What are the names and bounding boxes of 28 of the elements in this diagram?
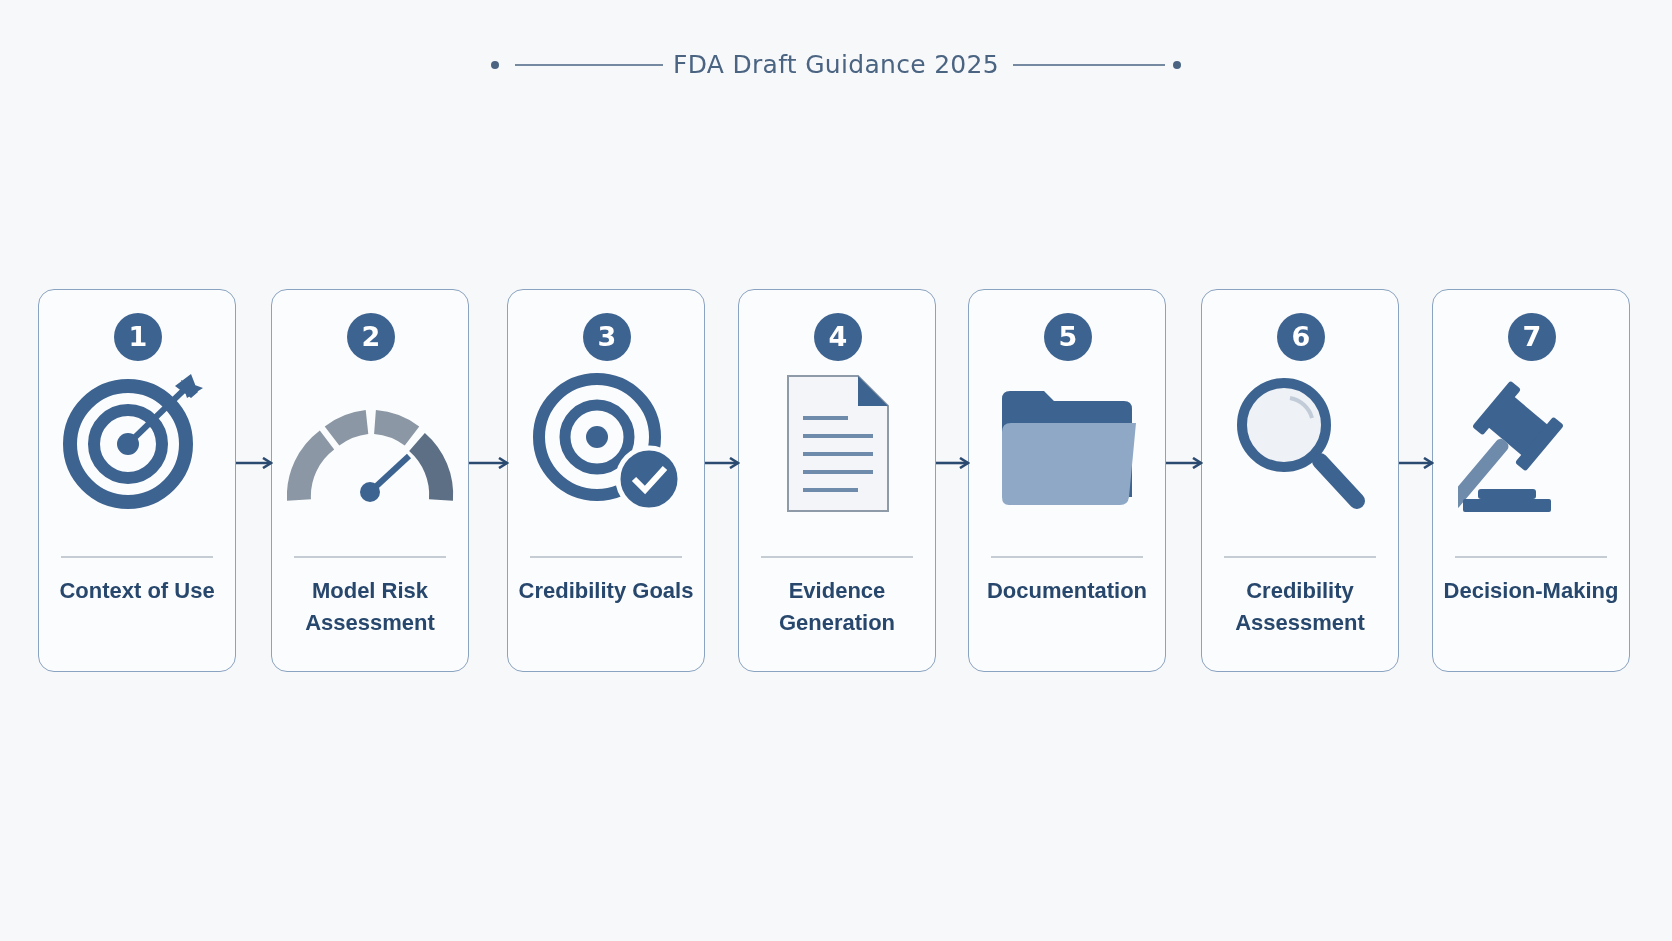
step-number: 4 xyxy=(814,313,862,361)
step-card xyxy=(1432,289,1630,672)
step-label: Context of Use xyxy=(58,577,216,605)
title: FDA Draft Guidance 2025 xyxy=(673,50,999,79)
step-number: 1 xyxy=(114,313,162,361)
step-label: Documentation xyxy=(985,577,1149,605)
step-label: Decision-Making xyxy=(1442,577,1620,605)
step-card xyxy=(968,289,1166,672)
step-label: Credibility Assessment xyxy=(1234,577,1366,637)
step-card xyxy=(738,289,936,672)
step-label: Evidence Generation xyxy=(777,577,897,637)
step-card xyxy=(507,289,705,672)
step-label: Model Risk Assessment xyxy=(304,577,436,637)
arrow xyxy=(936,456,970,470)
step-card xyxy=(271,289,469,672)
step-number: 6 xyxy=(1277,313,1325,361)
step-card xyxy=(1201,289,1399,672)
arrow xyxy=(1166,456,1203,470)
step-number: 5 xyxy=(1044,313,1092,361)
arrow xyxy=(469,456,509,470)
arrow xyxy=(705,456,740,470)
step-number: 2 xyxy=(347,313,395,361)
step-number: 3 xyxy=(583,313,631,361)
arrow xyxy=(236,456,273,470)
step-label: Credibility Goals xyxy=(517,577,695,605)
step-number: 7 xyxy=(1508,313,1556,361)
arrow xyxy=(1399,456,1434,470)
step-card xyxy=(38,289,236,672)
